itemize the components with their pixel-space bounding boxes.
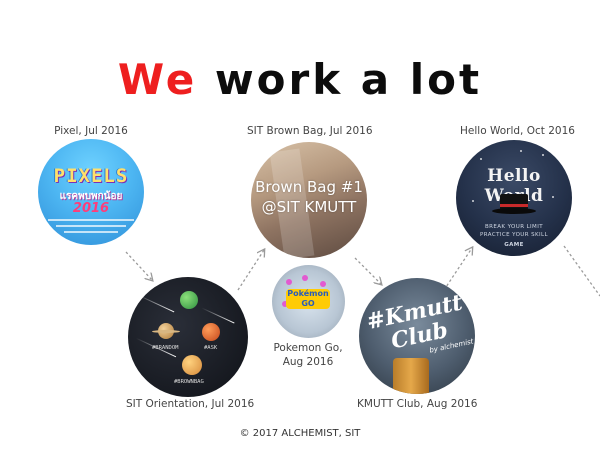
kmutt-art-title: #Kmutt Club bbox=[359, 288, 475, 359]
event-image-kmutt[interactable]: #Kmutt Club by alchemist bbox=[359, 278, 475, 394]
event-image-helloworld[interactable]: Hello World BREAK YOUR LIMIT PRACTICE YO… bbox=[456, 140, 572, 256]
pixel-art-detail-line bbox=[64, 231, 118, 233]
magic-hat-band bbox=[500, 204, 528, 207]
star bbox=[520, 150, 522, 152]
lure-petal bbox=[286, 279, 292, 285]
headline-rest: work a lot bbox=[214, 55, 483, 104]
lure-petal bbox=[282, 301, 288, 307]
event-image-pixel[interactable]: PIXELS แรคพบพกน้อย 2016 bbox=[38, 139, 144, 245]
lure-petal bbox=[320, 281, 326, 287]
headline-accent: We bbox=[117, 55, 198, 104]
pokemon-go-logo: Pokémon GO bbox=[286, 289, 330, 309]
caption-kmutt: KMUTT Club, Aug 2016 bbox=[357, 398, 478, 410]
lure-petal bbox=[302, 275, 308, 281]
star bbox=[472, 200, 474, 202]
star bbox=[552, 196, 554, 198]
caption-brownbag: SIT Brown Bag, Jul 2016 bbox=[247, 125, 373, 137]
pixel-art-year: 2016 bbox=[72, 201, 110, 216]
brownbag-art-line1: Brown Bag #1 bbox=[255, 178, 363, 196]
beverage-can bbox=[393, 358, 429, 394]
caption-helloworld: Hello World, Oct 2016 bbox=[460, 125, 575, 137]
star bbox=[480, 158, 482, 160]
caption-pokemon-line2: Aug 2016 bbox=[282, 356, 334, 368]
helloworld-art-tag1: BREAK YOUR LIMIT bbox=[485, 224, 543, 230]
star bbox=[542, 154, 544, 156]
pixel-art-title: PIXELS bbox=[53, 165, 129, 187]
pokemon-logo-line1: Pokémon bbox=[287, 289, 329, 298]
event-image-brownbag[interactable]: Brown Bag #1 @SIT KMUTT bbox=[251, 142, 367, 258]
caption-pokemon: Pokemon Go, Aug 2016 bbox=[258, 341, 358, 369]
pixel-art-detail-line bbox=[48, 219, 134, 221]
caption-pokemon-line1: Pokemon Go, bbox=[273, 342, 343, 354]
pokemon-logo-line2: GO bbox=[301, 299, 315, 308]
shooting-star bbox=[137, 294, 175, 313]
tag-ask: #ASK bbox=[204, 345, 218, 351]
pixel-art-detail-line bbox=[56, 225, 126, 227]
event-image-pokemon[interactable]: Pokémon GO bbox=[272, 265, 345, 338]
planet-jupiter bbox=[182, 355, 202, 375]
magic-hat-brim bbox=[492, 208, 536, 214]
tag-random: #BRANDOM bbox=[152, 345, 179, 351]
planet-orange bbox=[202, 323, 220, 341]
event-image-orientation[interactable]: #BRANDOM #ASK #BROWNBAG bbox=[128, 277, 248, 397]
helloworld-art-tag3: GAME bbox=[504, 242, 524, 248]
arrow-kmutt-to-helloworld bbox=[443, 248, 472, 291]
slide-footer: © 2017 ALCHEMIST, SIT bbox=[239, 428, 361, 439]
arrow-brownbag-to-kmutt bbox=[354, 257, 381, 284]
slide-headline: We work a lot bbox=[0, 55, 600, 104]
arrow-helloworld-next bbox=[563, 245, 600, 297]
tag-brownbag: #BROWNBAG bbox=[174, 379, 204, 385]
planet-ring bbox=[152, 330, 180, 333]
shooting-star bbox=[201, 307, 235, 324]
arrow-pixel-to-orientation bbox=[125, 251, 152, 280]
helloworld-art-tag2: PRACTICE YOUR SKILL bbox=[480, 232, 548, 238]
caption-pixel: Pixel, Jul 2016 bbox=[54, 125, 128, 137]
planet-green bbox=[180, 291, 198, 309]
pixel-art-thai-text: แรคพบพกน้อย bbox=[59, 191, 123, 202]
arrow-orientation-to-brownbag bbox=[237, 250, 264, 291]
brownbag-art-line2: @SIT KMUTT bbox=[261, 198, 357, 216]
caption-orientation: SIT Orientation, Jul 2016 bbox=[126, 398, 255, 410]
